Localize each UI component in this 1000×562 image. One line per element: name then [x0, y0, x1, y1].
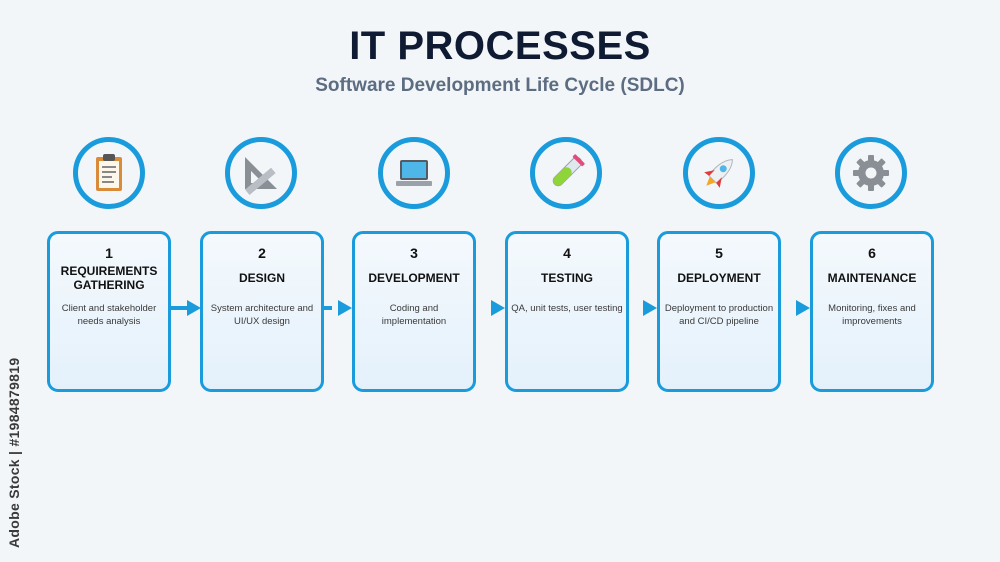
- step-card-requirements: 1 REQUIREMENTS GATHERING Client and stak…: [47, 231, 171, 392]
- step-4-icon-circle: [530, 137, 602, 209]
- step-title: REQUIREMENTS GATHERING: [60, 264, 158, 292]
- connector-arrow-4: [643, 300, 657, 316]
- connector-arrow-2: [324, 300, 352, 316]
- test-tube-icon: [552, 154, 585, 187]
- rocket-icon: [704, 159, 733, 188]
- connector-arrow-3: [491, 300, 505, 316]
- connector-arrow-1: [171, 300, 201, 316]
- step-title: DEVELOPMENT: [368, 271, 460, 285]
- step-title: DEPLOYMENT: [677, 271, 761, 285]
- step-number: 3: [410, 245, 418, 261]
- step-6-icon-circle: [835, 137, 907, 209]
- step-card-maintenance: 6 MAINTENANCE Monitoring, fixes and impr…: [810, 231, 934, 392]
- set-square-ruler-icon: [245, 157, 277, 195]
- step-card-design: 2 DESIGN System architecture and UI/UX d…: [200, 231, 324, 392]
- step-card-testing: 4 TESTING QA, unit tests, user testing: [505, 231, 629, 392]
- step-number: 2: [258, 245, 266, 261]
- step-number: 4: [563, 245, 571, 261]
- step-description: System architecture and UI/UX design: [210, 303, 314, 327]
- step-title: MAINTENANCE: [827, 271, 917, 285]
- stock-watermark: Adobe Stock | #1984879819: [6, 357, 22, 548]
- step-1-icon-circle: [73, 137, 145, 209]
- step-description: Coding and implementation: [381, 303, 447, 327]
- step-number: 1: [105, 245, 113, 261]
- step-card-development: 3 DEVELOPMENT Coding and implementation: [352, 231, 476, 392]
- page-subtitle: Software Development Life Cycle (SDLC): [315, 75, 685, 96]
- step-card-deployment: 5 DEPLOYMENT Deployment to production an…: [657, 231, 781, 392]
- gear-icon: [853, 155, 889, 191]
- clipboard-icon: [96, 154, 122, 191]
- step-description: Client and stakeholder needs analysis: [61, 303, 157, 327]
- step-number: 6: [868, 245, 876, 261]
- step-2-icon-circle: [225, 137, 297, 209]
- step-title: TESTING: [540, 271, 593, 285]
- step-description: Deployment to production and CI/CD pipel…: [664, 303, 774, 327]
- page-title: IT PROCESSES: [349, 24, 651, 68]
- step-3-icon-circle: [378, 137, 450, 209]
- step-description: Monitoring, fixes and improvements: [828, 303, 916, 327]
- connector-arrow-5: [796, 300, 810, 316]
- step-5-icon-circle: [683, 137, 755, 209]
- step-number: 5: [715, 245, 723, 261]
- step-title: DESIGN: [238, 271, 285, 285]
- laptop-icon: [396, 160, 432, 186]
- step-description: QA, unit tests, user testing: [511, 303, 623, 314]
